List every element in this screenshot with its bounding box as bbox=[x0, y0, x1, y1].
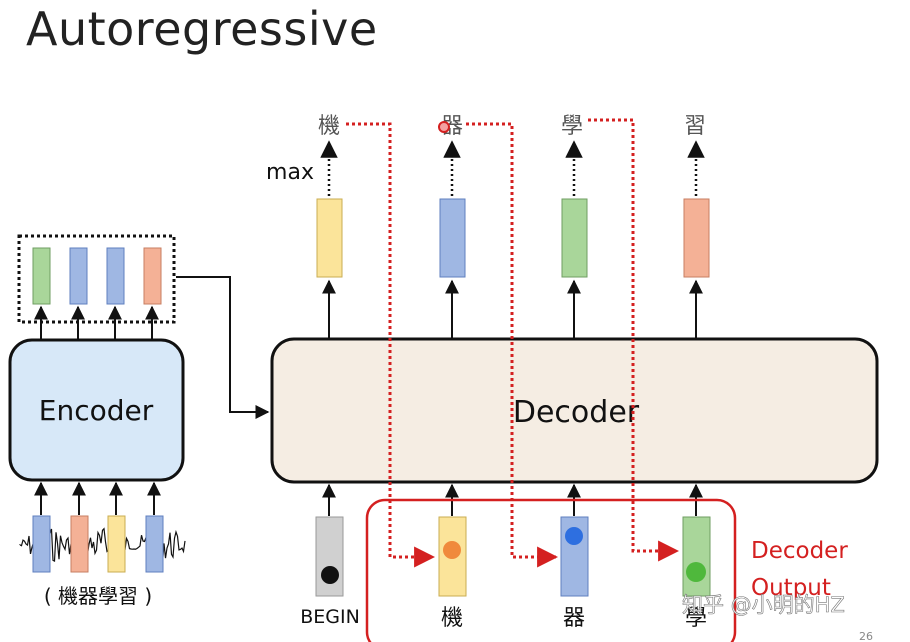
decoder-input-dot-blue bbox=[565, 527, 583, 545]
feedback-path-1 bbox=[346, 122, 436, 568]
decoder-output-label-1: Decoder bbox=[751, 538, 848, 564]
decoder-output-vector-green bbox=[561, 198, 588, 278]
slide-title: Autoregressive bbox=[26, 2, 378, 56]
encoder-output-vector-blue-2 bbox=[106, 247, 125, 305]
decoder-label: Decoder bbox=[513, 395, 640, 430]
page-number: 26 bbox=[859, 630, 873, 642]
output-char-4: 習 bbox=[684, 114, 706, 139]
decoder-input-vector-green bbox=[682, 516, 711, 597]
decoder-input-char-2: 器 bbox=[563, 606, 585, 631]
decoder-input-char-1: 機 bbox=[441, 606, 463, 631]
decoder-output-highlight-box bbox=[365, 498, 737, 642]
output-char-3: 學 bbox=[561, 114, 583, 139]
decoder-output-vector-orange bbox=[683, 198, 710, 278]
decoder-input-char-3: 學 bbox=[685, 606, 707, 631]
decoder-output-vector-blue bbox=[439, 198, 466, 278]
arrow-encoder-to-decoder bbox=[176, 276, 270, 419]
cursor-pointer-icon bbox=[438, 121, 450, 133]
encoder-input-vector-blue bbox=[32, 515, 51, 573]
feedback-path-3 bbox=[588, 118, 680, 562]
encoder-label: Encoder bbox=[39, 394, 154, 427]
encoder-output-vector-green bbox=[32, 247, 51, 305]
encoder-input-vector-orange bbox=[70, 515, 89, 573]
encoder-input-vector-blue-2 bbox=[145, 515, 164, 573]
decoder-output-vector-yellow bbox=[316, 198, 343, 278]
output-char-2: 器 bbox=[441, 114, 463, 139]
encoder-input-caption: ( 機器學習 ) bbox=[44, 584, 152, 608]
encoder-output-frame bbox=[17, 234, 176, 324]
encoder-output-vector-blue-1 bbox=[69, 247, 88, 305]
watermark: 知乎 @小明的HZ bbox=[682, 593, 845, 617]
output-char-1: 機 bbox=[318, 114, 340, 139]
decoder-output-label-2: Output bbox=[751, 575, 831, 601]
encoder-block bbox=[8, 338, 185, 482]
feedback-path-2 bbox=[466, 122, 559, 568]
begin-token-vector bbox=[315, 516, 344, 597]
encoder-output-vector-orange bbox=[143, 247, 162, 305]
begin-label: BEGIN bbox=[300, 606, 360, 628]
max-label: max bbox=[266, 160, 314, 185]
encoder-input-vector-yellow bbox=[107, 515, 126, 573]
decoder-input-dot-orange bbox=[443, 541, 461, 559]
begin-token-dot bbox=[321, 566, 339, 584]
decoder-input-dot-green bbox=[686, 562, 706, 582]
